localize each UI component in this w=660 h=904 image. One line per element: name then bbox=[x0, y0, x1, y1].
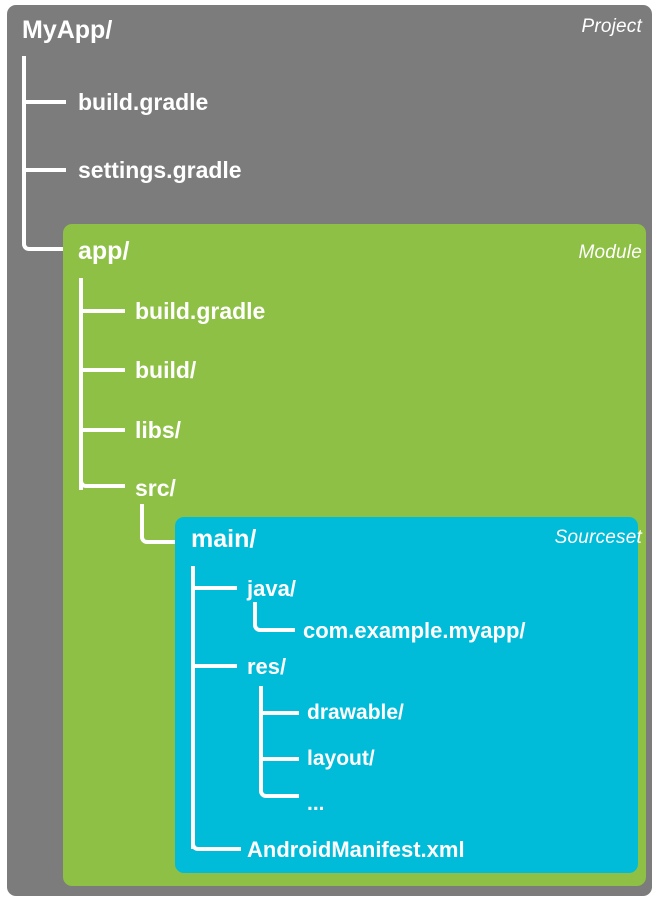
sourceset-scope-box bbox=[175, 517, 638, 873]
module-trunk-line bbox=[79, 278, 83, 490]
tree-node-java-package: com.example.myapp/ bbox=[303, 618, 526, 643]
tree-node-res-layout: layout/ bbox=[307, 747, 375, 770]
tree-node-res-drawable: drawable/ bbox=[307, 701, 404, 724]
tree-node-myapp-root: MyApp/ bbox=[22, 16, 113, 44]
sourceset-trunk-line bbox=[191, 566, 195, 849]
sourceset-scope-label: Sourceset bbox=[554, 527, 642, 548]
src-elbow-line-main bbox=[140, 504, 182, 544]
tree-node-sourceset-java: java/ bbox=[247, 576, 296, 601]
tree-node-module-build-gradle: build.gradle bbox=[135, 298, 266, 324]
tree-node-android-manifest: AndroidManifest.xml bbox=[247, 837, 465, 862]
res-trunk-line bbox=[259, 686, 263, 758]
project-trunk-line bbox=[22, 56, 26, 193]
sourceset-elbow-line-manifest bbox=[191, 805, 241, 851]
java-elbow-line-package bbox=[253, 602, 295, 632]
tree-node-app-root: app/ bbox=[78, 237, 130, 265]
module-elbow-line-src bbox=[79, 440, 125, 488]
tree-node-main-root: main/ bbox=[191, 525, 257, 553]
tree-node-module-libs: libs/ bbox=[135, 417, 182, 443]
project-branch-line-settings-gradle bbox=[22, 168, 66, 172]
tree-node-module-src: src/ bbox=[135, 475, 176, 501]
module-branch-line-build-dir bbox=[79, 368, 125, 372]
tree-node-sourceset-res: res/ bbox=[247, 654, 287, 679]
tree-node-module-build-dir: build/ bbox=[135, 357, 197, 383]
module-branch-line-libs bbox=[79, 428, 125, 432]
res-elbow-line-ellipsis bbox=[259, 760, 299, 798]
tree-node-res-ellipsis: ... bbox=[307, 792, 325, 815]
project-scope-label: Project bbox=[581, 16, 642, 37]
module-scope-label: Module bbox=[578, 242, 642, 263]
sourceset-branch-line-java bbox=[191, 586, 237, 590]
project-branch-line-build-gradle bbox=[22, 100, 66, 104]
res-branch-line-drawable bbox=[259, 711, 299, 715]
project-elbow-line-app bbox=[22, 176, 68, 251]
module-branch-line-build-gradle bbox=[79, 309, 125, 313]
res-branch-line-layout bbox=[259, 757, 299, 761]
tree-node-project-build-gradle: build.gradle bbox=[78, 89, 209, 115]
tree-node-project-settings-gradle: settings.gradle bbox=[78, 157, 242, 183]
sourceset-branch-line-res bbox=[191, 664, 237, 668]
